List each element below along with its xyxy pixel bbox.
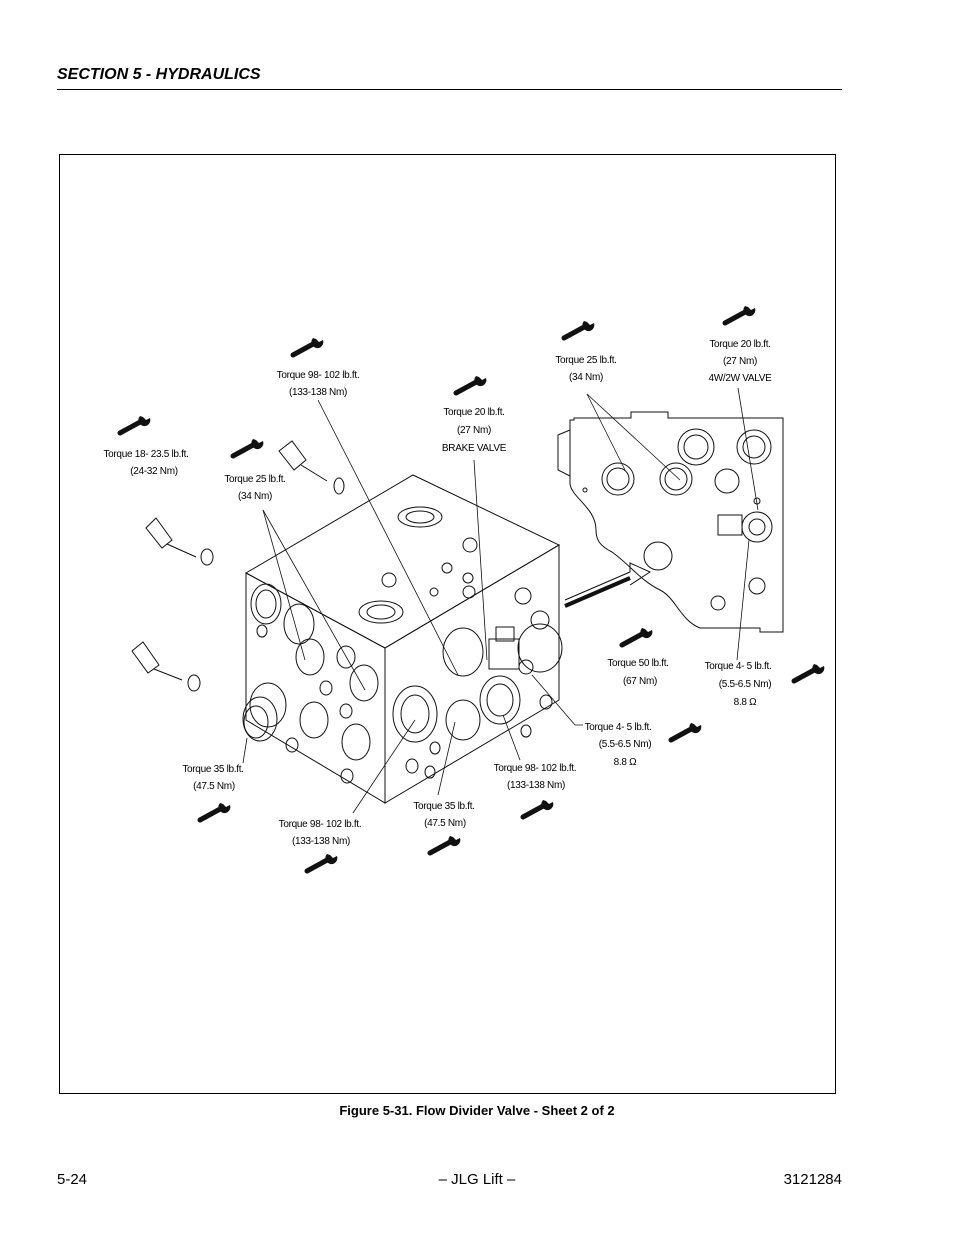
wrench-icon	[456, 376, 486, 393]
main-block-right-face	[384, 544, 560, 804]
callout-c10: Torque 35 lb.ft.(47.5 Nm)	[182, 764, 243, 792]
wrench-icon	[794, 664, 824, 681]
figure-caption: Figure 5-31. Flow Divider Valve - Sheet …	[339, 1103, 615, 1118]
callout-c12: Torque 35 lb.ft.(47.5 Nm)	[413, 801, 474, 829]
wrench-icon	[622, 628, 652, 645]
bolt-upper	[278, 440, 345, 495]
wrench-icon	[293, 338, 323, 355]
wrench-icon	[725, 306, 755, 323]
callout-c6: Torque 20 lb.ft.(27 Nm)4W/2W VALVE	[708, 339, 772, 384]
figure-frame	[59, 154, 836, 1094]
detail-arrow	[564, 576, 631, 608]
callout-c1: Torque 18- 23.5 lb.ft.(24-32 Nm)	[103, 449, 188, 477]
wrench-icon	[430, 836, 460, 853]
wrench-icon	[120, 416, 150, 433]
wrench-icon	[523, 800, 553, 817]
document-number: 3121284	[783, 1171, 842, 1188]
callout-c2: Torque 25 lb.ft.(34 Nm)	[224, 474, 285, 502]
callout-c5: Torque 25 lb.ft.(34 Nm)	[555, 355, 616, 383]
detail-view-outline	[569, 411, 784, 633]
page-number: 5-24	[57, 1171, 88, 1188]
wrench-icon	[200, 803, 230, 820]
callout-c9: Torque 4- 5 lb.ft.(5.5-6.5 Nm)8.8 Ω	[585, 722, 652, 768]
wrench-icon	[671, 723, 701, 740]
bolt-middle	[145, 517, 214, 566]
bolt-lower	[131, 641, 201, 692]
main-block-top	[244, 474, 561, 649]
callout-c11: Torque 98- 102 lb.ft.(133-138 Nm)	[279, 819, 362, 847]
header-rule	[57, 89, 842, 90]
callout-c13: Torque 98- 102 lb.ft.(133-138 Nm)	[494, 763, 577, 791]
footer-brand: – JLG Lift –	[438, 1171, 516, 1188]
callout-c4: Torque 20 lb.ft.(27 Nm)BRAKE VALVE	[442, 407, 507, 454]
wrench-icon	[564, 321, 594, 338]
callout-c7: Torque 50 lb.ft.(67 Nm)	[607, 658, 668, 687]
wrench-icon	[307, 854, 337, 871]
callout-c3: Torque 98- 102 lb.ft.(133-138 Nm)	[277, 370, 360, 398]
callout-c8: Torque 4- 5 lb.ft.(5.5-6.5 Nm)8.8 Ω	[705, 661, 772, 708]
section-header: SECTION 5 - HYDRAULICS	[57, 66, 261, 83]
wrench-icon	[233, 439, 263, 456]
